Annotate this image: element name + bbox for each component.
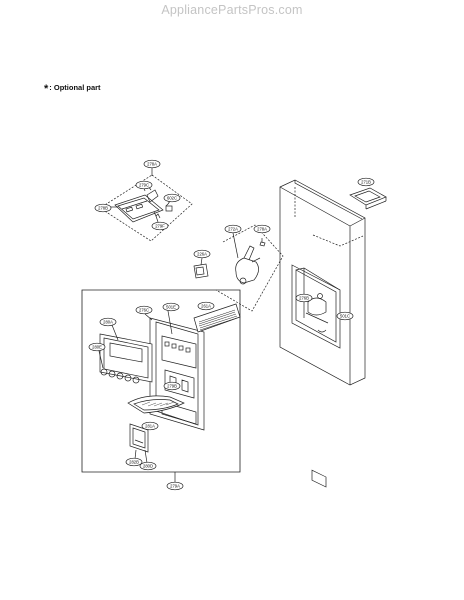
callout-280a: 280A — [99, 317, 117, 327]
svg-text:278B: 278B — [98, 206, 108, 211]
callout-501e: 501E — [162, 302, 180, 312]
svg-text:271B: 271B — [361, 180, 371, 185]
refrigerator-door — [279, 179, 387, 488]
callout-278b: 278B — [94, 203, 112, 213]
svg-text:282B: 282B — [129, 460, 139, 465]
callout-272a: 272A — [224, 224, 242, 234]
svg-text:501E: 501E — [166, 305, 176, 310]
dispenser-panel-group — [81, 289, 241, 482]
svg-text:278A: 278A — [147, 162, 157, 167]
svg-text:276B: 276B — [299, 296, 309, 301]
svg-text:226A: 226A — [197, 252, 207, 257]
optional-part-legend: *: Optional part — [44, 83, 101, 95]
callout-279b: 279B — [163, 381, 181, 391]
svg-text:279A: 279A — [170, 484, 180, 489]
cover-subassembly — [99, 168, 193, 242]
svg-text:278A: 278A — [257, 227, 267, 232]
svg-text:501C: 501C — [340, 314, 350, 319]
svg-text:261A: 261A — [201, 304, 211, 309]
callout-276b: 276B — [295, 293, 313, 303]
callout-501c: 501C — [336, 311, 354, 321]
site-header: AppliancePartsPros.com — [161, 3, 303, 17]
svg-text:279B: 279B — [167, 384, 177, 389]
svg-text:280D: 280D — [143, 464, 153, 469]
callout-226a: 226A — [193, 249, 211, 259]
callouts: 278A 279C 278B 602C 279F 271B 272A 278A … — [88, 159, 375, 491]
svg-text:281A: 281A — [145, 424, 155, 429]
callout-278a-mid: 278A — [253, 224, 271, 234]
callout-279f: 279F — [151, 221, 169, 231]
callout-279a-bottom: 279A — [166, 481, 184, 491]
svg-text:280E: 280E — [92, 345, 102, 350]
vent-grille — [198, 309, 238, 331]
callout-602c: 602C — [163, 193, 181, 203]
optional-star: * — [44, 83, 49, 95]
actuator-subassembly — [193, 224, 284, 312]
callout-261a: 261A — [197, 301, 215, 311]
callout-280d: 280D — [139, 461, 157, 471]
callout-278a-top: 278A — [143, 159, 161, 169]
optional-part-label: : Optional part — [49, 83, 101, 92]
callout-276c: 276C — [135, 305, 153, 315]
callout-279c: 279C — [135, 180, 153, 190]
svg-text:272A: 272A — [228, 227, 238, 232]
callout-282b: 282B — [125, 457, 143, 467]
svg-text:279C: 279C — [139, 183, 149, 188]
callout-271b: 271B — [357, 177, 375, 187]
svg-text:280A: 280A — [103, 320, 113, 325]
callout-281a: 281A — [141, 421, 159, 431]
svg-text:276C: 276C — [139, 308, 149, 313]
svg-text:279F: 279F — [155, 224, 165, 229]
svg-text:602C: 602C — [167, 196, 177, 201]
callout-280e: 280E — [88, 342, 106, 352]
